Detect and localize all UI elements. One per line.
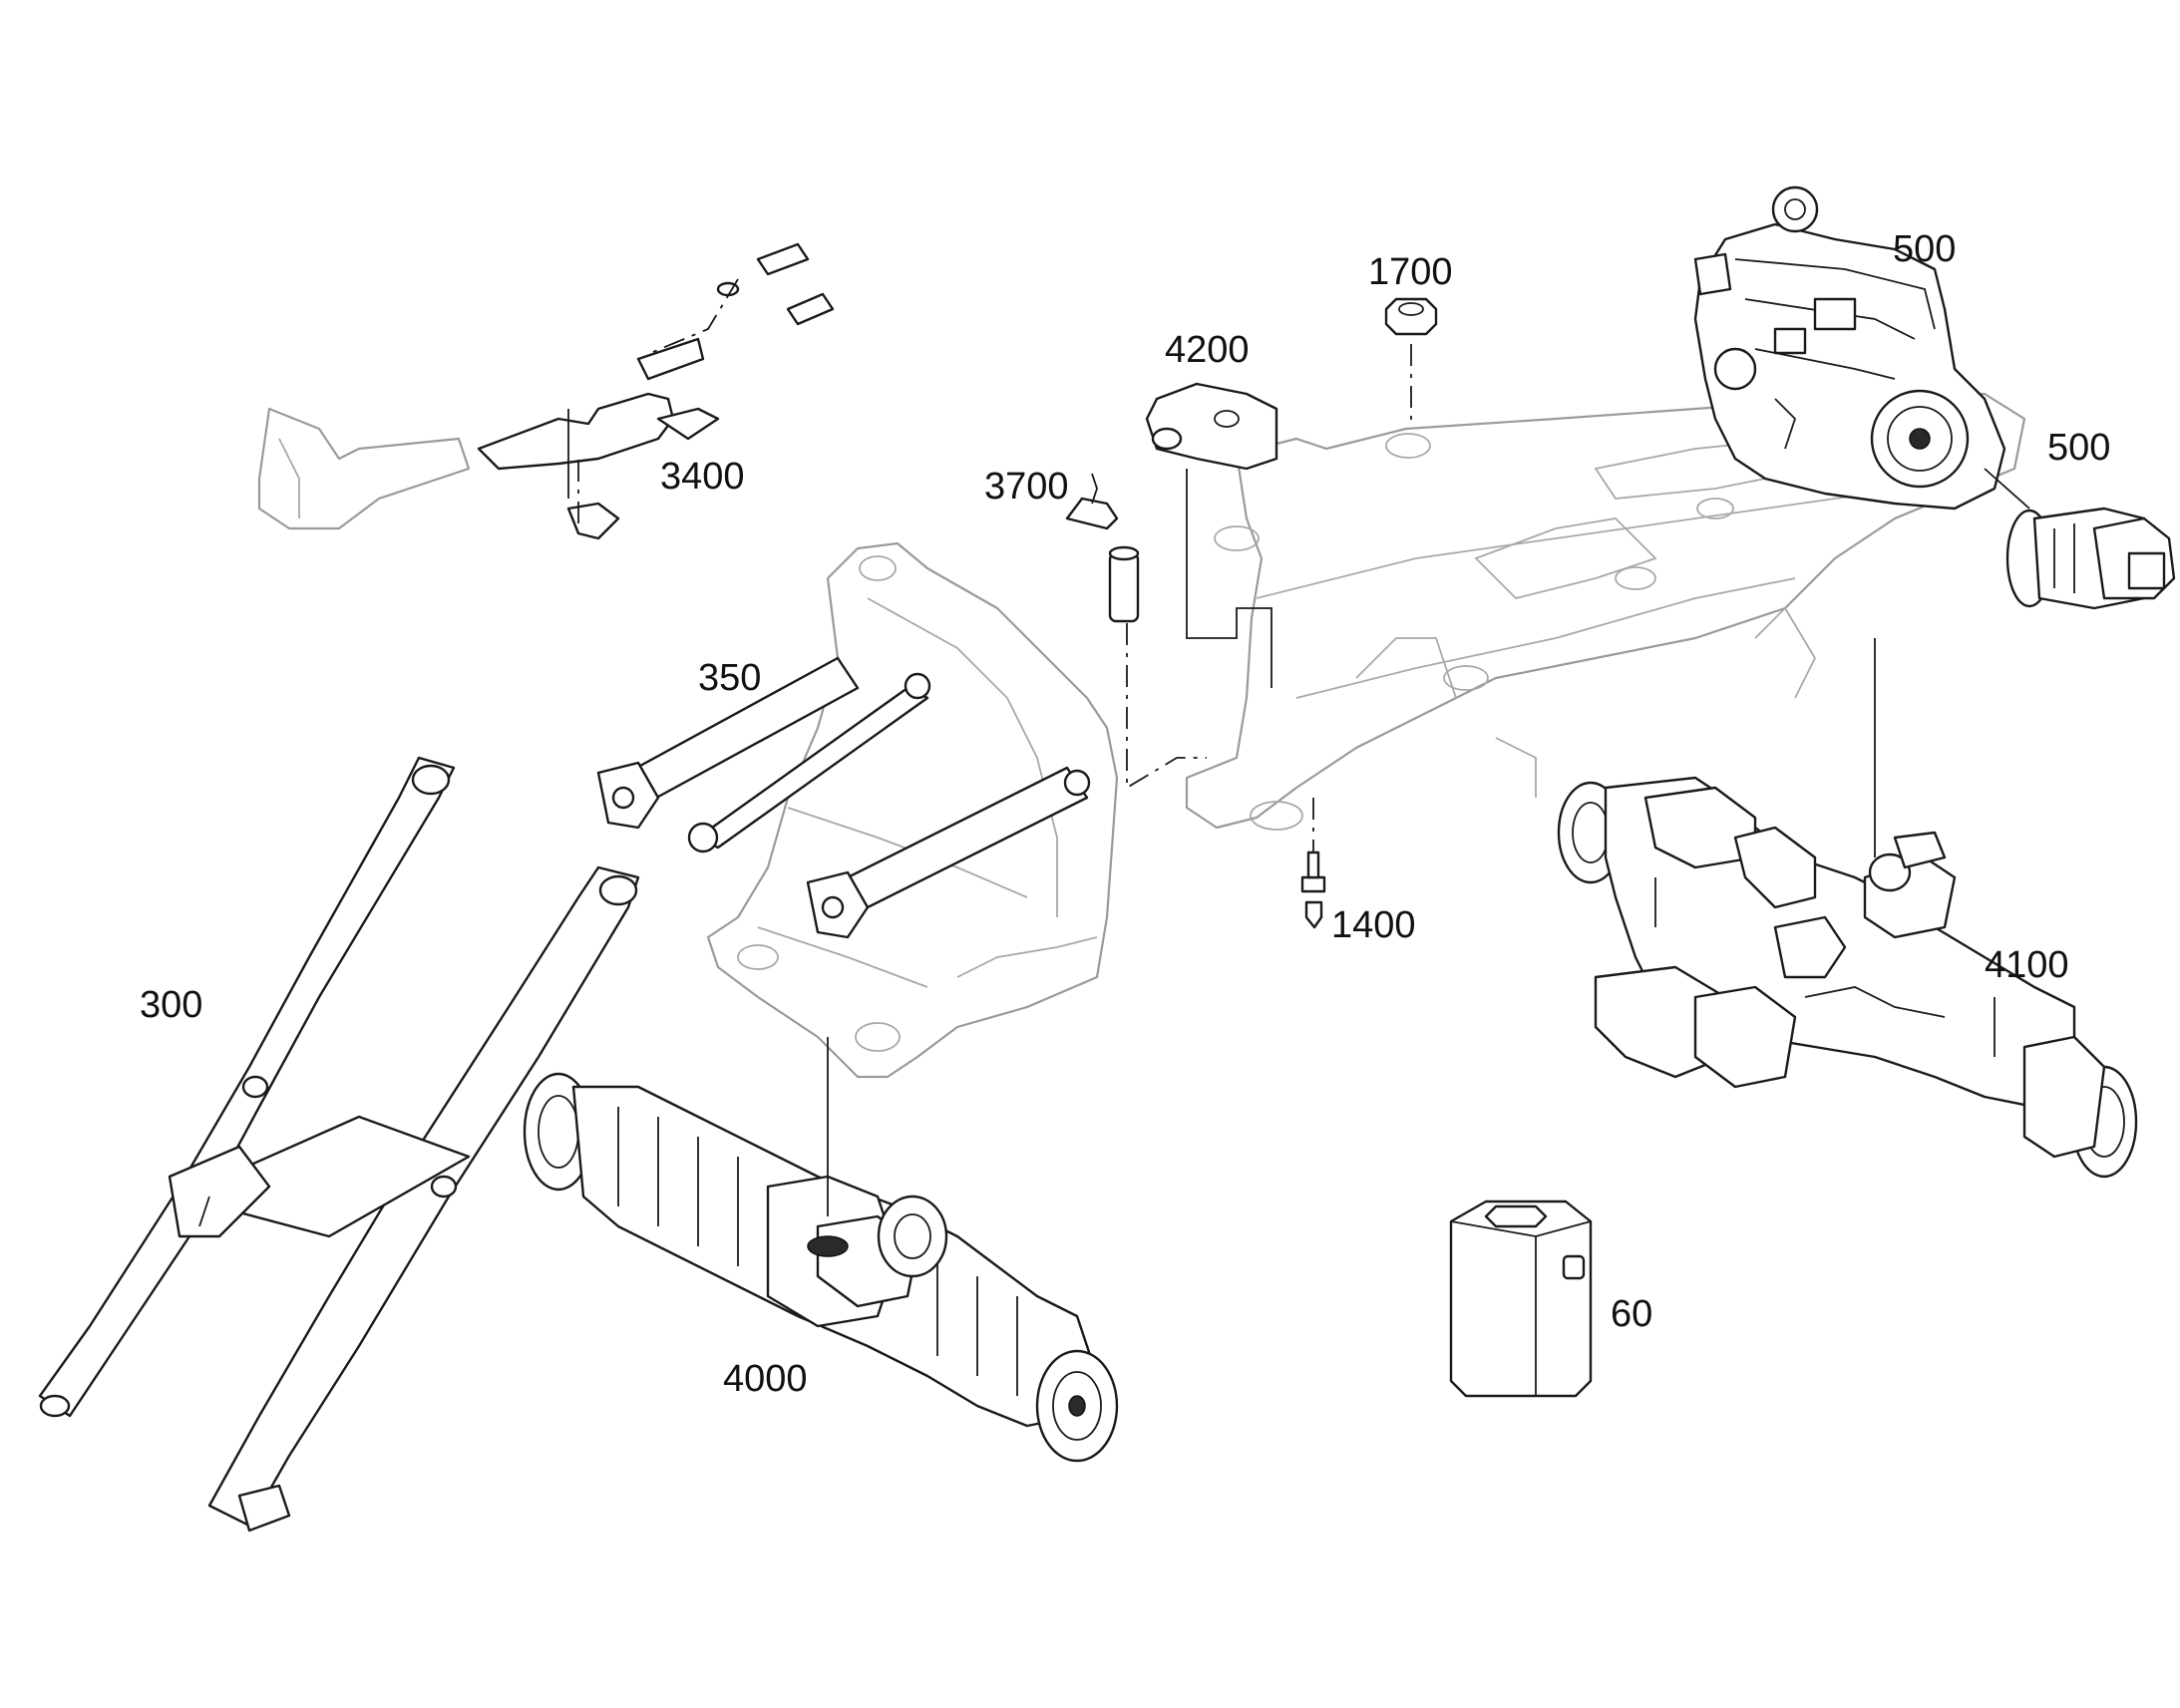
callout-labels: 500 500 1700 4200 3400 3700 350 1400 410… [140,228,2110,1400]
front-axle [523,1072,1119,1463]
callout-3700: 3700 [984,466,1069,508]
engine [1693,185,2006,511]
front-frame [706,541,1119,1079]
callout-1700: 1700 [1368,251,1453,293]
hydraulic-cylinders [596,656,1091,939]
callout-500-engine: 500 [1893,228,1956,270]
callout-4200: 4200 [1165,329,1250,371]
leader-lines [577,278,2030,1216]
callout-1400: 1400 [1331,904,1416,946]
hydraulic-pump [2005,507,2176,610]
brake-pedal-valve [257,242,835,540]
rear-frame [1185,392,2026,831]
callout-500-pump: 500 [2047,427,2110,469]
fluid-canister-60 [1449,1199,1593,1398]
callout-60: 60 [1611,1293,1652,1335]
callout-350: 350 [698,657,761,699]
boom-arm-assembly [38,756,640,1533]
filter-3700 [1065,473,1140,623]
callout-4100: 4100 [1985,944,2069,986]
bracket-4200 [1145,382,1278,471]
callout-4000: 4000 [723,1358,808,1400]
mount-1700 [1384,297,1438,336]
callout-3400: 3400 [660,456,745,498]
rear-axle [1557,776,2138,1179]
callout-300: 300 [140,984,202,1026]
bolt-1400 [1300,851,1326,929]
